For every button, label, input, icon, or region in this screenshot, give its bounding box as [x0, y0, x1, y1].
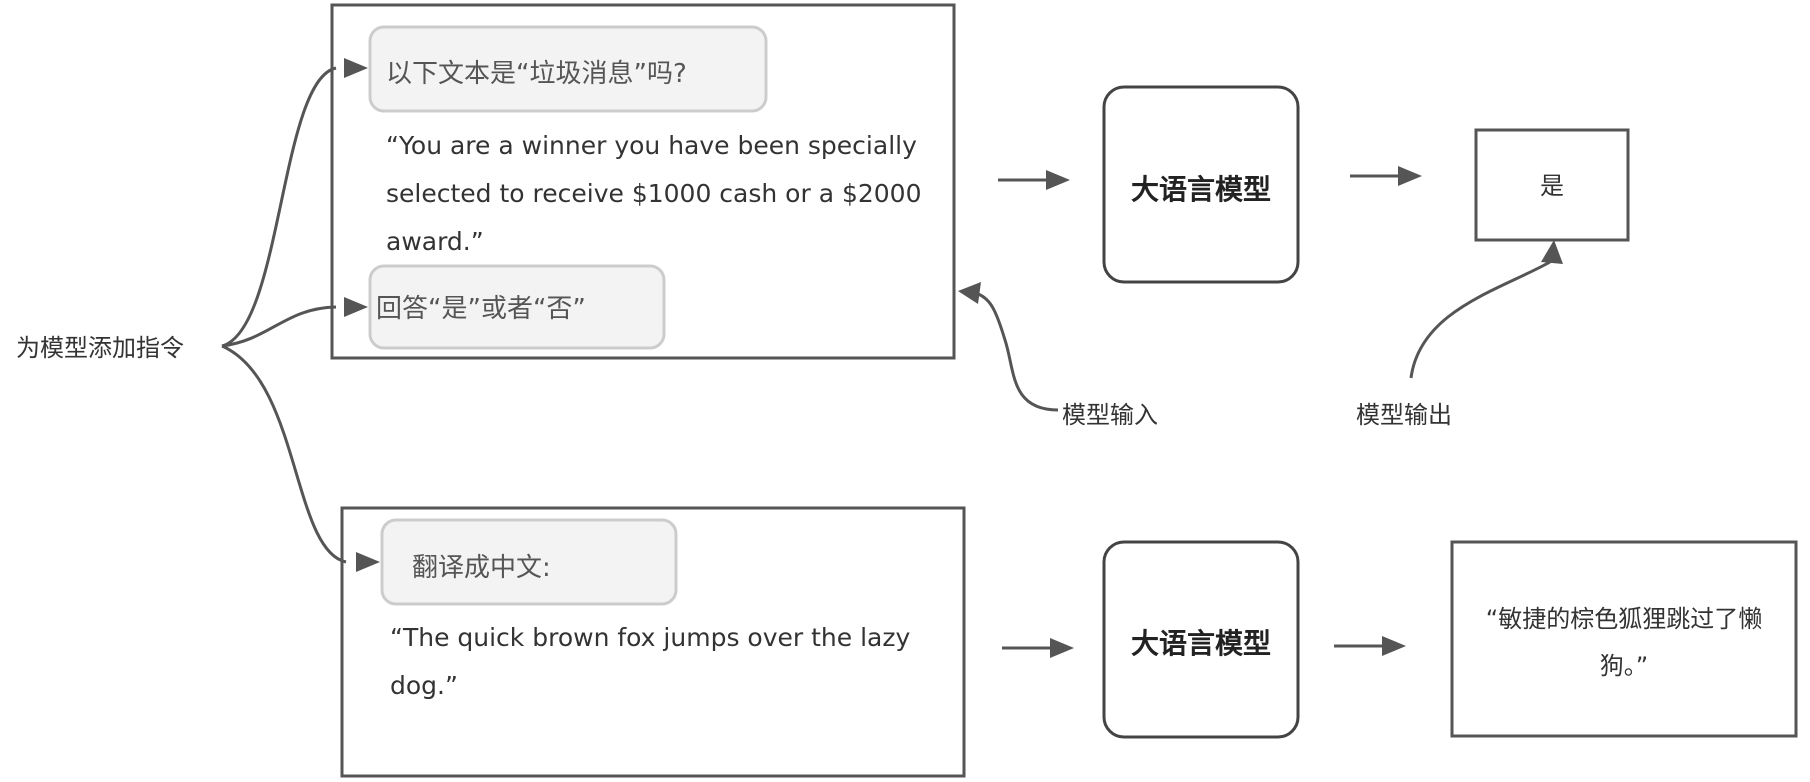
connector-input-caption [974, 291, 1059, 412]
example1-text-line-3: award.” [386, 227, 484, 256]
example1-output-box [1474, 128, 1630, 242]
example1-text-line-1: “You are a winner you have been speciall… [386, 131, 917, 160]
example2-text-line-1: “The quick brown fox jumps over the lazy [390, 623, 910, 652]
example1-model-label: 大语言模型 [1131, 173, 1271, 206]
connector-label-to-instruction1 [221, 66, 337, 348]
example1-input-caption: 模型输入 [1062, 401, 1158, 429]
arrowhead-icon [1382, 636, 1406, 656]
example1-instruction-top: 以下文本是“垃圾消息”吗? [386, 59, 687, 89]
side-label: 为模型添加指令 [16, 334, 184, 362]
arrowhead-icon [1398, 166, 1422, 186]
example1-instruction-bottom: 回答“是”或者“否” [376, 294, 586, 324]
arrowhead-icon [1046, 170, 1070, 190]
example2-model-label: 大语言模型 [1131, 627, 1271, 660]
example1-output-caption: 模型输出 [1356, 401, 1452, 429]
example1-model-box [1102, 85, 1300, 284]
example2-text-line-2: dog.” [390, 671, 458, 700]
example1-instruction-top-box [368, 25, 768, 113]
example1-text-line-2: selected to receive $1000 cash or a $200… [386, 179, 922, 208]
arrowhead-icon [1050, 638, 1074, 658]
example2-output-line-2: 狗。” [1600, 652, 1648, 680]
example1-output-text: 是 [1540, 172, 1564, 200]
arrowhead-icon [1541, 240, 1563, 264]
arrowhead-icon [356, 552, 380, 572]
connector-output-caption [1409, 260, 1551, 379]
arrowhead-icon [344, 297, 368, 317]
example1-instruction-bottom-box [368, 264, 666, 350]
connector-label-to-instruction3 [221, 344, 347, 564]
example2-input-frame: 翻译成中文: “The quick brown fox jumps over t… [340, 506, 966, 778]
example2-output-box [1450, 540, 1798, 738]
example2-instruction-top-box [380, 518, 678, 606]
example2-output-line-1: “敏捷的棕色狐狸跳过了懒 [1486, 605, 1762, 633]
example2-model-box [1102, 540, 1300, 739]
arrowhead-icon [958, 282, 981, 304]
example2-instruction-top: 翻译成中文: [412, 553, 551, 583]
example1-input-frame: 以下文本是“垃圾消息”吗? “You are a winner you have… [330, 3, 956, 360]
arrowhead-icon [344, 58, 368, 78]
connector-label-to-instruction2 [221, 305, 337, 348]
